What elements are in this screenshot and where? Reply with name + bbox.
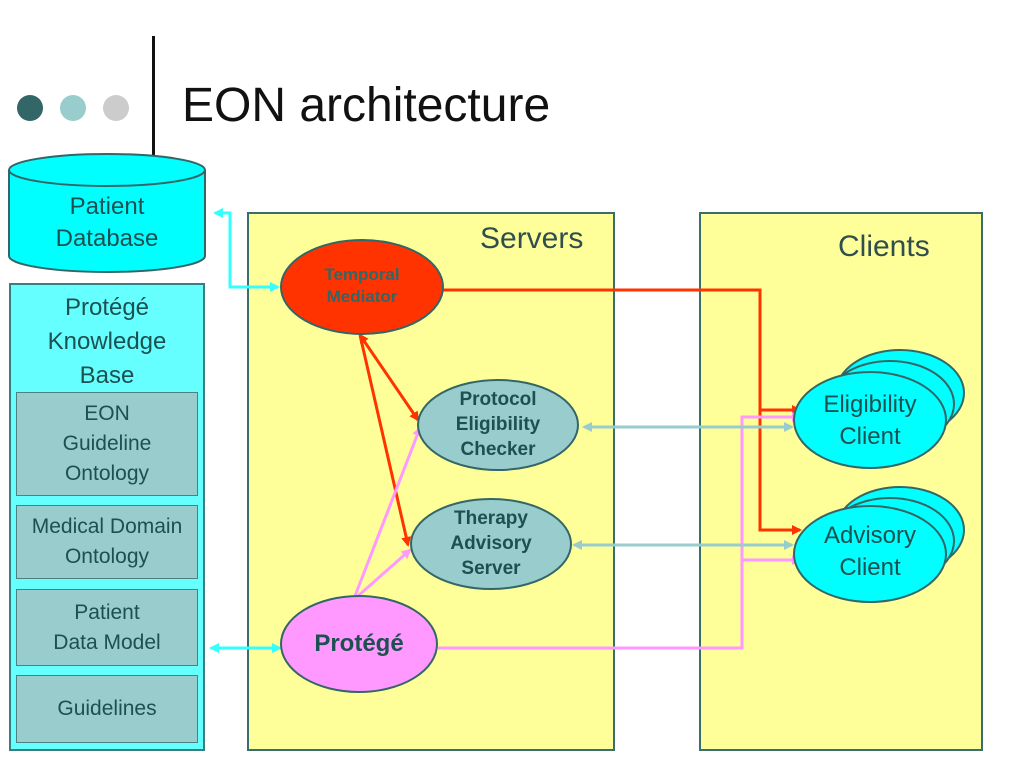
checker-line2: Eligibility — [455, 413, 541, 435]
eon-guideline-ontology: EON Guideline Ontology — [16, 392, 198, 496]
eligibility-client-line2: Client — [839, 423, 901, 450]
clients-title: Clients — [838, 230, 930, 263]
checker-line3: Checker — [460, 438, 536, 460]
mediator-line2: Mediator — [326, 287, 398, 306]
patient-data-model: Patient Data Model — [16, 589, 198, 666]
advisory-server-line2: Advisory — [450, 532, 532, 554]
ont2-line1: Medical Domain — [31, 515, 183, 538]
advisory-client-stack — [793, 486, 965, 603]
ont1-line2: Guideline — [62, 432, 152, 455]
title-divider — [152, 36, 155, 156]
kb-title-line3: Base — [79, 362, 135, 389]
mediator-checker-link — [358, 333, 420, 422]
mediator-advisory-link — [758, 410, 802, 535]
header-dot-light — [103, 95, 129, 121]
header-dot-mid — [60, 95, 86, 121]
patient-database-label: Patient Database — [9, 190, 205, 256]
slide-title: EON architecture — [182, 79, 551, 132]
advisory-client-line2: Client — [839, 554, 901, 581]
protege-node — [280, 595, 438, 693]
advisory-server-line3: Server — [461, 557, 521, 579]
db-mediator-link — [213, 208, 280, 292]
temporal-mediator-node — [280, 239, 444, 335]
protege-advisory-server-link — [357, 548, 412, 598]
database-label-line2: Database — [55, 225, 159, 252]
advisory-server-node — [410, 498, 572, 590]
knowledge-base-panel: Protégé Knowledge Base EON Guideline Ont… — [9, 283, 205, 751]
kb-title-line2: Knowledge — [47, 328, 167, 355]
ont1-line1: EON — [84, 402, 130, 425]
patient-database-cylinder — [8, 153, 206, 273]
advisory-server-label: Therapy Advisory Server — [421, 503, 561, 583]
eligibility-checker-label: Protocol Eligibility Checker — [428, 384, 568, 464]
advisory-client-label: Advisory Client — [800, 519, 940, 585]
eligibility-client-line1: Eligibility — [823, 391, 917, 418]
eligibility-checker-node — [417, 379, 579, 471]
guidelines-box: Guidelines — [16, 675, 198, 743]
clients-panel — [699, 212, 983, 751]
eligibility-client-label: Eligibility Client — [800, 388, 940, 454]
ont3-line1: Patient — [74, 600, 140, 624]
mediator-advisory-server-link — [358, 334, 412, 547]
advisory-client-line1: Advisory — [823, 522, 917, 549]
temporal-mediator-label: Temporal Mediator — [290, 258, 434, 314]
medical-domain-ontology: Medical Domain Ontology — [16, 505, 198, 579]
ont4-line1: Guidelines — [57, 697, 157, 720]
mediator-line1: Temporal — [324, 265, 400, 284]
ont3-line2: Data Model — [53, 630, 161, 654]
checker-line1: Protocol — [459, 388, 537, 410]
mediator-client-link — [443, 288, 802, 415]
header-dot-dark — [17, 95, 43, 121]
servers-title: Servers — [480, 222, 584, 255]
ont2-line2: Ontology — [64, 545, 150, 568]
ont1-line3: Ontology — [64, 462, 150, 485]
protege-label: Protégé — [314, 630, 404, 657]
eligibility-client-stack — [793, 349, 965, 469]
protege-checker-link — [353, 426, 422, 597]
knowledge-base-title: Protégé Knowledge Base — [11, 291, 203, 393]
kb-title-line1: Protégé — [64, 294, 150, 321]
database-label-line1: Patient — [69, 193, 145, 220]
protege-client-link — [438, 412, 802, 650]
advisory-server-line1: Therapy — [454, 507, 528, 529]
